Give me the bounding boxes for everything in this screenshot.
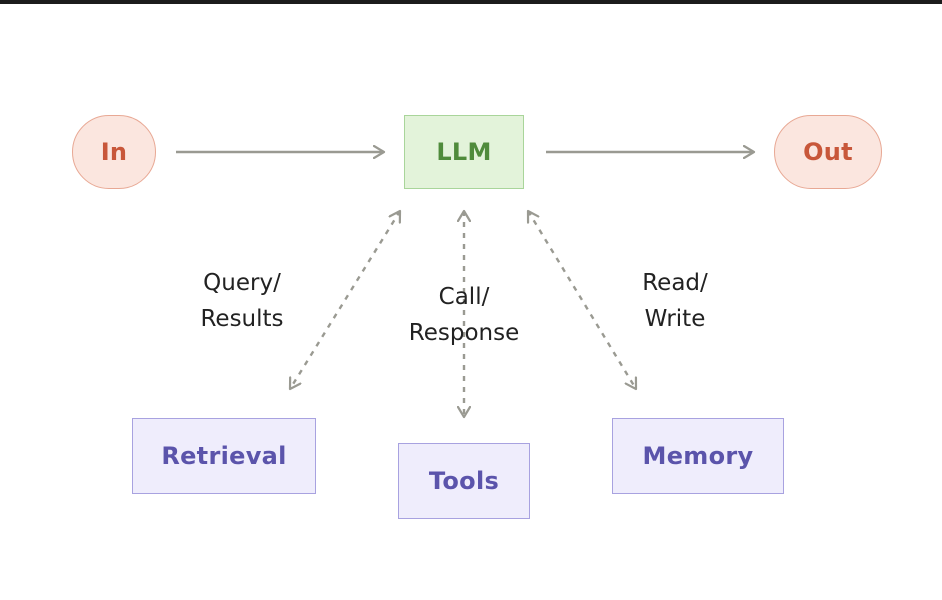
node-llm-label: LLM	[436, 138, 492, 166]
node-memory: Memory	[612, 418, 784, 494]
node-retrieval-label: Retrieval	[161, 442, 287, 470]
edge-label-retrieval-line2: Results	[200, 306, 284, 332]
edge-label-tools: Call/ Response	[390, 279, 538, 351]
node-memory-label: Memory	[642, 442, 754, 470]
edge-label-memory-line1: Read/	[642, 270, 708, 296]
edge-label-retrieval-line1: Query/	[203, 270, 281, 296]
node-llm: LLM	[404, 115, 524, 189]
edge-label-retrieval: Query/ Results	[180, 265, 304, 337]
node-tools-label: Tools	[428, 467, 500, 495]
node-tools: Tools	[398, 443, 530, 519]
node-in-label: In	[100, 138, 128, 166]
node-retrieval: Retrieval	[132, 418, 316, 494]
node-out-label: Out	[803, 138, 853, 166]
node-out: Out	[774, 115, 882, 189]
arrow-llm-retrieval	[290, 211, 400, 389]
edge-label-tools-line1: Call/	[438, 284, 490, 310]
arrow-llm-memory	[528, 211, 636, 389]
edge-label-tools-line2: Response	[408, 320, 520, 346]
edge-label-memory-line2: Write	[644, 306, 706, 332]
window-top-bar	[0, 0, 942, 4]
edge-label-memory: Read/ Write	[616, 265, 734, 337]
node-in: In	[72, 115, 156, 189]
